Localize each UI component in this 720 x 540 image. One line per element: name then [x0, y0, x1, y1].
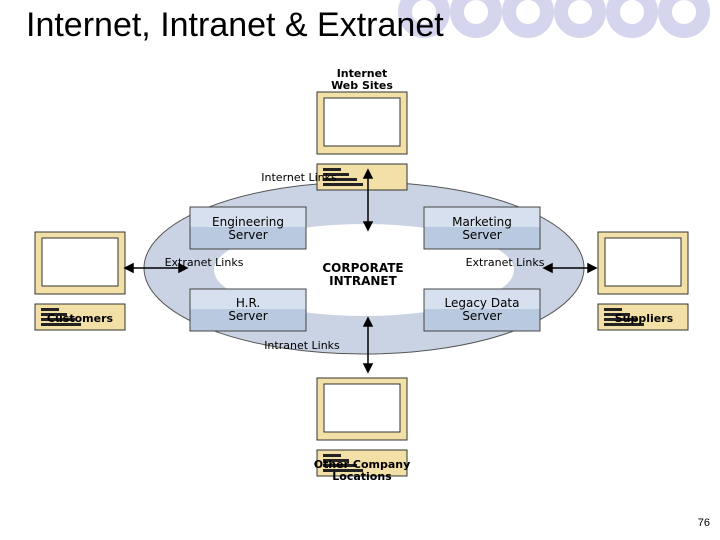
other-locations-label-2: Locations — [332, 470, 392, 483]
marketing-server-label-2: Server — [462, 228, 501, 242]
extranet-links-left-label: Extranet Links — [165, 256, 244, 269]
customers-label: Customers — [47, 312, 114, 325]
legacy-data-server-label-1: Legacy Data — [445, 296, 520, 310]
hr-server-label-1: H.R. — [236, 296, 260, 310]
legacy-data-server-label-2: Server — [462, 309, 501, 323]
engineering-server-box: Engineering Server — [189, 206, 307, 250]
engineering-server-label-1: Engineering — [212, 215, 284, 229]
page-number: 76 — [697, 517, 710, 529]
suppliers-label: Suppliers — [615, 312, 674, 325]
engineering-server-label-2: Server — [228, 228, 267, 242]
decor-circle — [554, 0, 606, 38]
corporate-intranet-label-2: INTRANET — [329, 274, 397, 288]
legacy-data-server-box: Legacy Data Server — [423, 288, 541, 332]
corporate-intranet-label-1: CORPORATE — [322, 261, 403, 275]
other-locations-label-1: Other Company — [314, 458, 411, 471]
internet-sites-label-2: Web Sites — [331, 79, 393, 92]
hr-server-box: H.R. Server — [189, 288, 307, 332]
marketing-server-label-1: Marketing — [452, 215, 512, 229]
extranet-links-right-label: Extranet Links — [466, 256, 545, 269]
internet-sites-label-1: Internet — [337, 67, 388, 80]
slide-title: Internet, Intranet & Extranet — [26, 6, 444, 44]
marketing-server-box: Marketing Server — [423, 206, 541, 250]
internet-links-label: Internet Links — [261, 171, 337, 184]
hr-server-label-2: Server — [228, 309, 267, 323]
decor-circle — [502, 0, 554, 38]
intranet-links-label: Intranet Links — [264, 339, 340, 352]
